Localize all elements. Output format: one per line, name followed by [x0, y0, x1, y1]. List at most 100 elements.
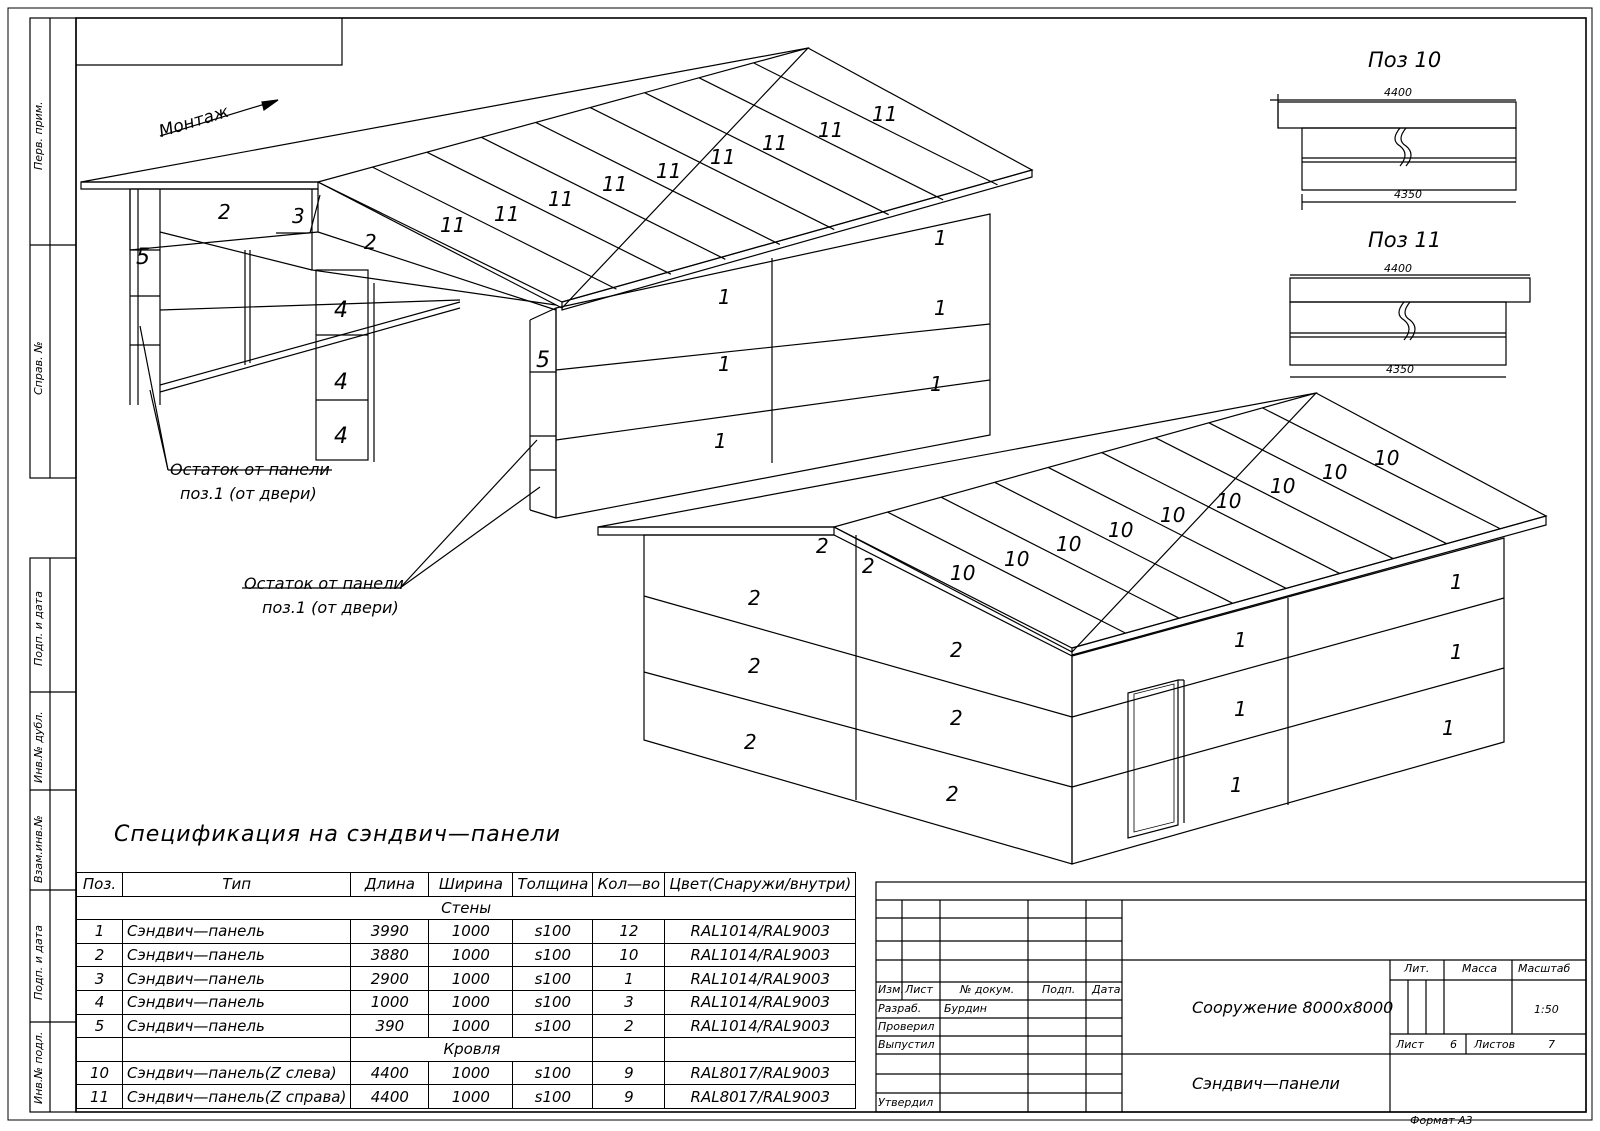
b2-front-wall-panel: 1: [1234, 628, 1247, 652]
roof-panel-seam: [887, 511, 1126, 634]
b2-left-wall-panel: 2: [744, 730, 757, 754]
spec-cell: Сэндвич—панель: [121, 942, 352, 968]
spec-cell: 1000: [428, 966, 514, 991]
roof-panel-seam: [1101, 452, 1341, 575]
spec-cell: RAL8017/RAL9003: [664, 1084, 857, 1109]
spec-cell: 1000: [428, 1060, 514, 1086]
b2-gable-label: 2: [862, 554, 875, 578]
b2-roof-panel: 10: [1374, 446, 1400, 470]
spec-cell: RAL1014/RAL9003: [664, 942, 857, 968]
b1-end-wall-label: 5: [536, 348, 550, 373]
spec-cell: 1000: [428, 942, 514, 968]
b1-roof-panel: 11: [602, 172, 628, 196]
pos11-bottom-dim: 4350: [1386, 363, 1414, 376]
spec-cell: 4400: [350, 1084, 430, 1109]
b1-front-wall-panel: 1: [934, 226, 947, 250]
tb-razrab: Разраб.: [878, 1002, 922, 1015]
b1-front-wall-panel: 1: [718, 285, 731, 309]
spec-cell-empty: [121, 1037, 352, 1062]
spec-cell: Сэндвич—панель: [121, 966, 352, 991]
spec-section-walls: Стены: [75, 895, 857, 921]
b2-roof-panel: 10: [1322, 460, 1348, 484]
b2-left-wall-panel: 2: [748, 586, 761, 610]
spec-cell: 5: [76, 1013, 123, 1039]
remainder-label-2-line2: поз.1 (от двери): [262, 598, 399, 617]
b2-roof-panel: 10: [1004, 547, 1030, 571]
b1-roof-panel: 11: [872, 102, 898, 126]
spec-section-row: Стены: [75, 895, 857, 921]
spec-cell: 3: [592, 989, 666, 1015]
title-block-grid: [875, 881, 1587, 1113]
b1-gable-label: 2: [364, 230, 377, 254]
spec-header: Кол—во: [592, 872, 666, 897]
side-stamp-inv-podl: Инв.№ подл.: [32, 1031, 45, 1104]
tb-izm: Изм.: [878, 983, 904, 996]
tb-sheet: 6: [1450, 1038, 1457, 1051]
tb-sheets: 7: [1548, 1038, 1555, 1051]
spec-cell: 2900: [350, 966, 430, 991]
b1-roof-panel: 11: [762, 131, 788, 155]
pos10-detail: [1270, 94, 1517, 210]
tb-podp: Подп.: [1042, 983, 1076, 996]
spec-cell-empty: [76, 1037, 123, 1062]
roof-panel-seam: [644, 92, 889, 216]
b1-front-wall-panel: 1: [714, 429, 727, 453]
tb-doc-no: № докум.: [960, 983, 1015, 996]
b2-front-wall-panel: 1: [1450, 570, 1463, 594]
spec-header: Поз.: [76, 872, 123, 897]
b1-column-label-3: 4: [334, 424, 348, 449]
spec-cell: Сэндвич—панель: [121, 989, 352, 1015]
spec-header: Длина: [350, 872, 430, 897]
spec-cell: 3880: [350, 942, 430, 968]
spec-header: Цвет(Снаружи/внутри): [664, 872, 857, 897]
table-row: 11 Сэндвич—панель(Z справа) 4400 1000 s1…: [76, 1084, 857, 1109]
b2-left-wall-panel: 2: [950, 638, 963, 662]
b1-front-wall-panel: 1: [934, 296, 947, 320]
spec-header: Тип: [121, 872, 352, 897]
spec-table: Поз. Тип Длина Ширина Толщина Кол—во Цве…: [75, 872, 857, 1109]
top-stamp-box: [76, 18, 343, 66]
building-2: [597, 392, 1548, 865]
tb-sheet-label: Лист: [1396, 1038, 1424, 1051]
b2-roof-panel: 10: [1270, 474, 1296, 498]
tb-utverdil: Утвердил: [878, 1096, 934, 1109]
pos11-title: Поз 11: [1368, 228, 1442, 252]
roof-panel-seam: [1262, 407, 1501, 530]
tb-razrab-name: Бурдин: [944, 1002, 987, 1015]
spec-cell: 3: [76, 966, 123, 991]
remainder-leaders-2: [242, 439, 541, 589]
spec-cell: 11: [76, 1084, 123, 1109]
format-label: Формат А3: [1410, 1114, 1473, 1127]
spec-section-roof: Кровля: [350, 1037, 594, 1062]
spec-cell: 1000: [428, 1084, 514, 1109]
b2-left-wall-panel: 2: [950, 706, 963, 730]
spec-cell-empty: [592, 1037, 666, 1062]
pos10-title: Поз 10: [1368, 48, 1442, 72]
table-row: 4 Сэндвич—панель 1000 1000 s100 3 RAL101…: [76, 989, 857, 1015]
spec-cell: 1000: [428, 919, 514, 944]
spec-header: Ширина: [428, 872, 514, 897]
sheet-border: [7, 7, 1593, 1121]
spec-cell: s100: [512, 942, 594, 968]
pos11-detail: [1289, 274, 1531, 378]
side-stamp-inv-dubl: Инв.№ дубл.: [32, 711, 45, 783]
b2-front-wall-panel: 1: [1442, 716, 1455, 740]
side-stamp-podp-data-2: Подп. и дата: [32, 925, 45, 1000]
roof-panel-seam: [994, 481, 1233, 604]
table-row: 10 Сэндвич—панель(Z слева) 4400 1000 s10…: [76, 1060, 857, 1086]
b1-roof-panel: 11: [494, 202, 520, 226]
b2-front-wall-panel: 1: [1234, 697, 1247, 721]
b1-column-label-2: 4: [334, 370, 348, 395]
spec-cell: RAL1014/RAL9003: [664, 966, 857, 991]
spec-cell: Сэндвич—панель: [121, 1013, 352, 1039]
tb-massa: Масса: [1462, 962, 1498, 975]
table-row: 5 Сэндвич—панель 390 1000 s100 2 RAL1014…: [76, 1013, 857, 1039]
roof-panel-seam: [1155, 437, 1394, 560]
roof-panel-seam: [940, 496, 1180, 619]
spec-cell: RAL1014/RAL9003: [664, 919, 857, 944]
spec-cell: s100: [512, 1060, 594, 1086]
montage-arrow: [159, 99, 279, 137]
side-stamp-podp-data-1: Подп. и дата: [32, 591, 45, 666]
tb-drawing-title: Сэндвич—панели: [1192, 1074, 1340, 1093]
